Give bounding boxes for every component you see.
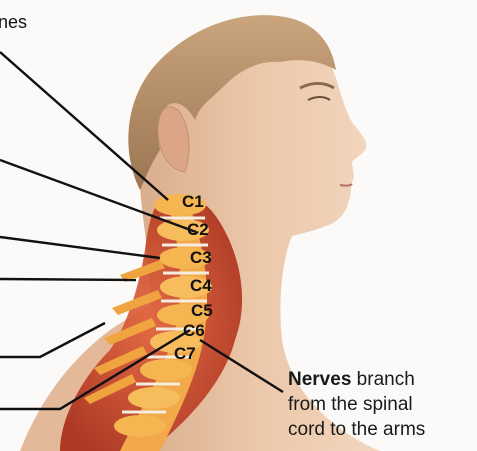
vertebra-label-c1: C1 — [182, 193, 204, 210]
caption-bold-word: Nerves — [288, 369, 351, 390]
vertebra-label-c7: C7 — [174, 345, 196, 362]
vertebra-label-c6: C6 — [183, 322, 205, 339]
caption-line-3: cord to the arms — [288, 417, 473, 442]
vertebra-label-c4: C4 — [190, 277, 212, 294]
nerves-caption: Nerves branch from the spinal cord to th… — [288, 367, 473, 442]
vertebra-label-c2: C2 — [187, 221, 209, 238]
caption-line-2: from the spinal — [288, 392, 473, 417]
caption-line-1-rest: branch — [351, 369, 414, 390]
leader-line-c4 — [0, 279, 136, 280]
caption-line-1: Nerves branch — [288, 367, 473, 392]
partial-label: nes — [0, 13, 27, 31]
vertebra-label-c5: C5 — [191, 302, 213, 319]
vertebra-label-c3: C3 — [190, 249, 212, 266]
